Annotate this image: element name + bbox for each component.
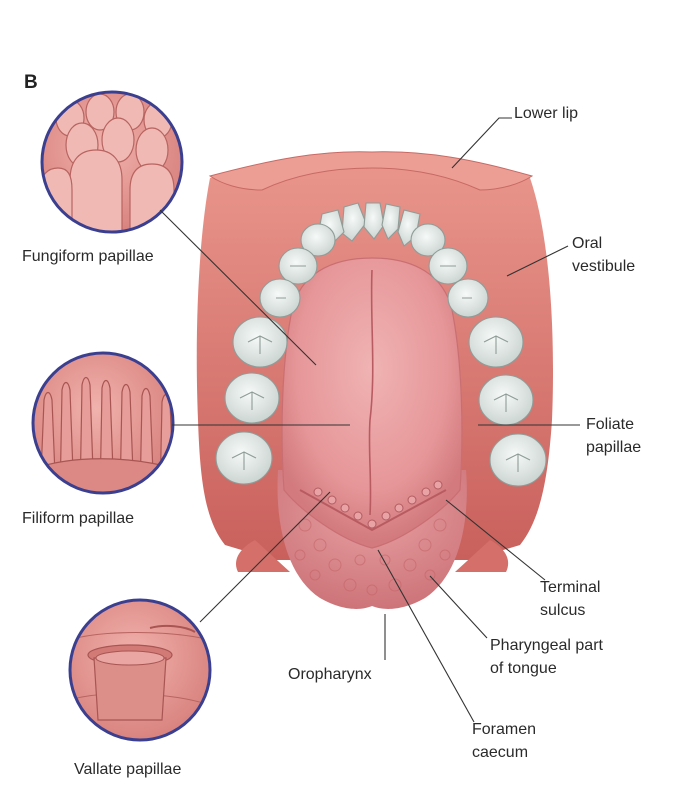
lower-lip-leader (451, 117, 512, 169)
foliate-label-line1: Foliate (586, 416, 635, 433)
foramen-caecum-label-line1: Foramen (472, 721, 537, 738)
foramen-caecum-label-line2: caecum (472, 744, 529, 761)
oral-vestibule-label-line1: Oral (572, 235, 603, 252)
lower-lip-label: Lower lip (514, 105, 579, 122)
vallate-papillae-row (313, 480, 443, 529)
pharyngeal-label-line2: of tongue (490, 660, 557, 677)
terminal-sulcus-leader (445, 499, 546, 581)
foliate-label-line2: papillae (586, 439, 642, 456)
filiform-inset (31, 351, 175, 495)
oropharynx-label: Oropharynx (288, 666, 372, 683)
leader-lines (159, 117, 580, 723)
terminal-sulcus-label-line2: sulcus (540, 602, 586, 619)
fungiform-label: Fungiform papillae (22, 248, 154, 265)
vallate-label: Vallate papillae (74, 761, 182, 778)
pharyngeal-label-line1: Pharyngeal part (490, 637, 603, 654)
terminal-sulcus-label-line1: Terminal (540, 579, 601, 596)
median-sulcus (368, 269, 374, 516)
oral-vestibule-leader (506, 245, 569, 277)
oral-vestibule-label-line2: vestibule (572, 258, 636, 275)
terminal-sulcus-line (299, 489, 447, 532)
fungiform-inset (40, 90, 184, 234)
molar-grooves (231, 265, 531, 472)
filiform-label: Filiform papillae (22, 510, 135, 527)
fungiform-leader (159, 209, 317, 366)
lingual-tonsil-texture (294, 518, 451, 596)
vallate-leader (199, 491, 331, 623)
vallate-inset (68, 598, 212, 742)
foramen-leader (377, 549, 475, 723)
panel-letter: B (24, 72, 38, 93)
pharyngeal-leader (429, 575, 488, 639)
lower-lip (208, 151, 534, 191)
